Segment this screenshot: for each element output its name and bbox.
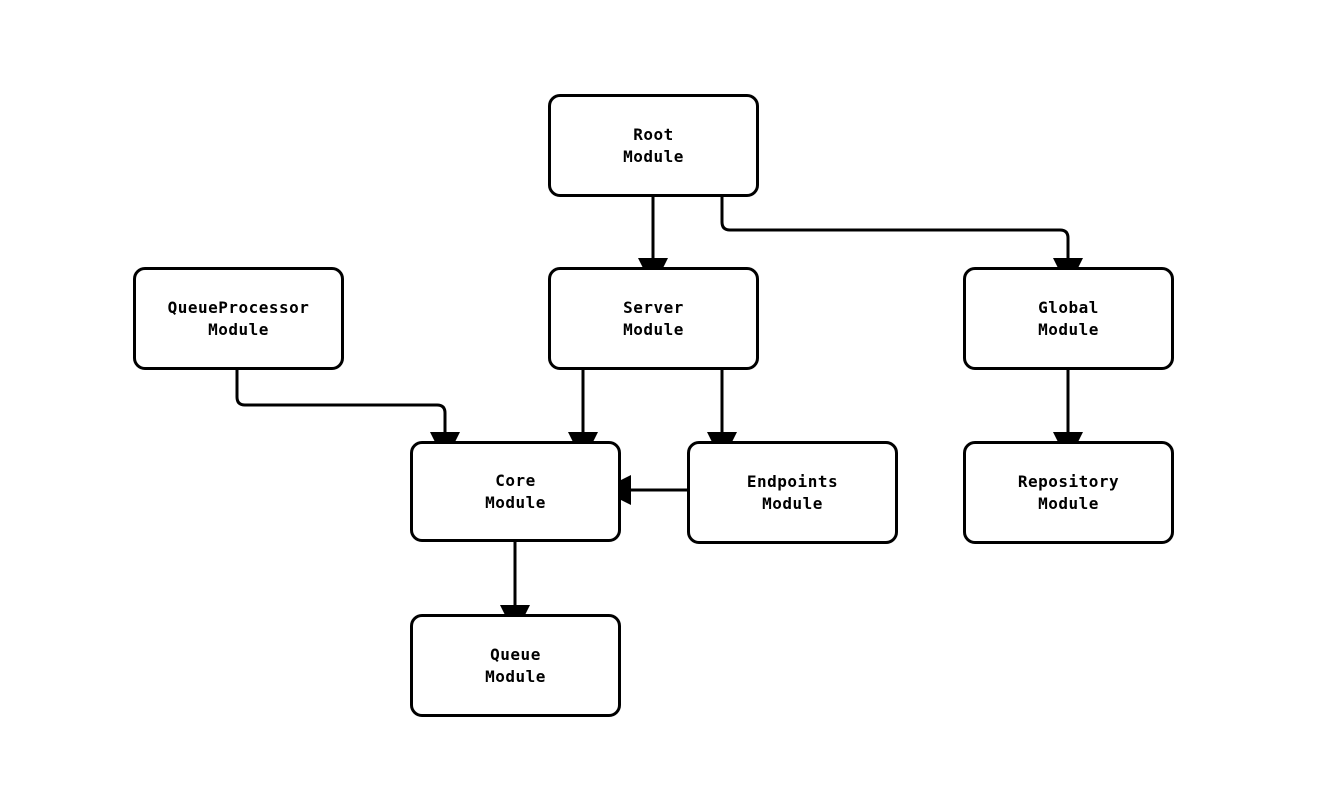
node-repository-module[interactable]: Repository Module: [963, 441, 1174, 544]
node-root-module[interactable]: Root Module: [548, 94, 759, 197]
node-server-module-subtitle: Module: [623, 319, 684, 339]
node-endpoints-module[interactable]: Endpoints Module: [687, 441, 898, 544]
node-repository-module-title: Repository: [1017, 471, 1120, 491]
node-queue-module[interactable]: Queue Module: [410, 614, 621, 717]
edge-queueprocessor-to-core: [235, 370, 460, 462]
node-server-module-title: Server: [623, 297, 684, 317]
node-core-module-title: Core: [495, 470, 536, 490]
edges-group: [235, 197, 1083, 635]
node-queue-module-subtitle: Module: [485, 666, 546, 686]
node-repository-module-subtitle: Module: [1038, 493, 1099, 513]
node-root-module-title: Root: [633, 124, 674, 144]
node-global-module-title: Global: [1038, 297, 1099, 317]
node-queueprocessor-module-title: QueueProcessor: [167, 297, 310, 317]
node-endpoints-module-title: Endpoints: [746, 471, 839, 491]
node-queue-module-title: Queue: [490, 644, 541, 664]
node-queueprocessor-module-subtitle: Module: [208, 319, 269, 339]
node-server-module[interactable]: Server Module: [548, 267, 759, 370]
node-queueprocessor-module[interactable]: QueueProcessor Module: [133, 267, 344, 370]
node-endpoints-module-subtitle: Module: [762, 493, 823, 513]
node-global-module-subtitle: Module: [1038, 319, 1099, 339]
node-core-module[interactable]: Core Module: [410, 441, 621, 542]
edge-root-to-global: [720, 197, 1083, 288]
node-core-module-subtitle: Module: [485, 492, 546, 512]
node-root-module-subtitle: Module: [623, 146, 684, 166]
node-global-module[interactable]: Global Module: [963, 267, 1174, 370]
